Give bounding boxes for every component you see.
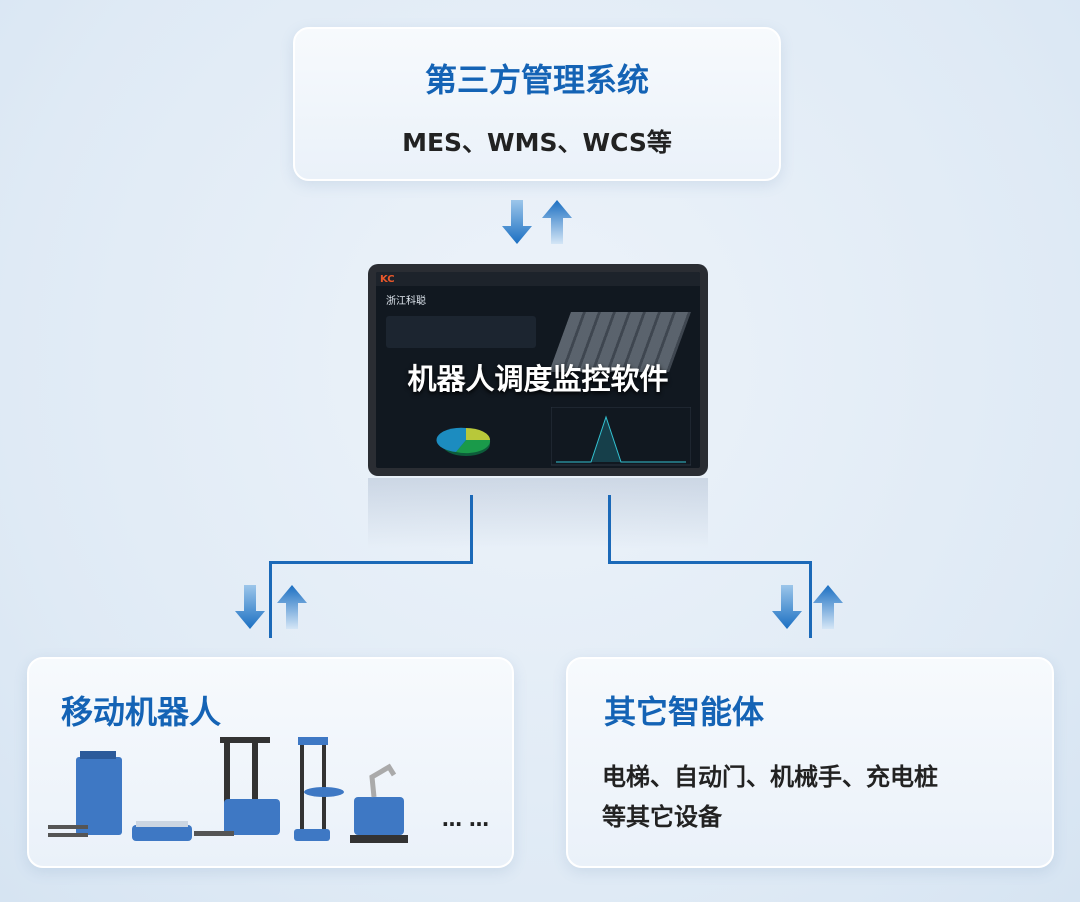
other-agents-box: 其它智能体 电梯、自动门、机械手、充电桩 等其它设备 — [566, 657, 1054, 868]
more-robots-ellipsis: … … — [442, 807, 489, 831]
third-party-subtitle: MES、WMS、WCS等 — [402, 128, 672, 157]
other-agents-title: 其它智能体 — [604, 693, 765, 731]
line-chart — [551, 407, 691, 466]
robot-stacker-icon — [194, 737, 280, 836]
connector-line — [809, 561, 812, 638]
robot-arm-icon — [350, 763, 408, 843]
arrow-down-icon — [235, 585, 265, 629]
connector-line — [269, 561, 473, 564]
arrow-up-icon — [542, 200, 572, 244]
arrow-up-icon — [813, 585, 843, 629]
third-party-system-box: 第三方管理系统 MES、WMS、WCS等 — [293, 27, 781, 181]
mobile-robots-title: 移动机器人 — [61, 693, 222, 731]
connector-line — [608, 495, 611, 563]
mobile-robots-box: 移动机器人 … … — [27, 657, 514, 868]
logo: KC — [380, 273, 395, 285]
company-name: 浙江科聪 — [386, 296, 426, 307]
software-caption: 机器人调度监控软件 — [407, 362, 669, 396]
other-agents-line2: 等其它设备 — [602, 803, 722, 831]
robots-illustration — [48, 737, 408, 843]
robot-agv-icon — [132, 821, 192, 841]
arrow-down-icon — [502, 200, 532, 244]
robot-lift-icon — [294, 737, 344, 841]
monitor-screen: KC 浙江科聪 机器人调度监控软件 — [376, 272, 700, 468]
arrow-up-icon — [277, 585, 307, 629]
third-party-title: 第三方管理系统 — [424, 61, 649, 99]
connector-line — [269, 561, 272, 638]
robot-forklift-icon — [48, 751, 122, 837]
connector-line — [608, 561, 812, 564]
pie-chart — [436, 427, 491, 456]
arrow-down-icon — [772, 585, 802, 629]
monitor: KC 浙江科聪 机器人调度监控软件 — [368, 264, 708, 476]
connector-line — [470, 495, 473, 563]
other-agents-line1: 电梯、自动门、机械手、充电桩 — [602, 763, 938, 791]
monitor-reflection — [368, 478, 708, 548]
